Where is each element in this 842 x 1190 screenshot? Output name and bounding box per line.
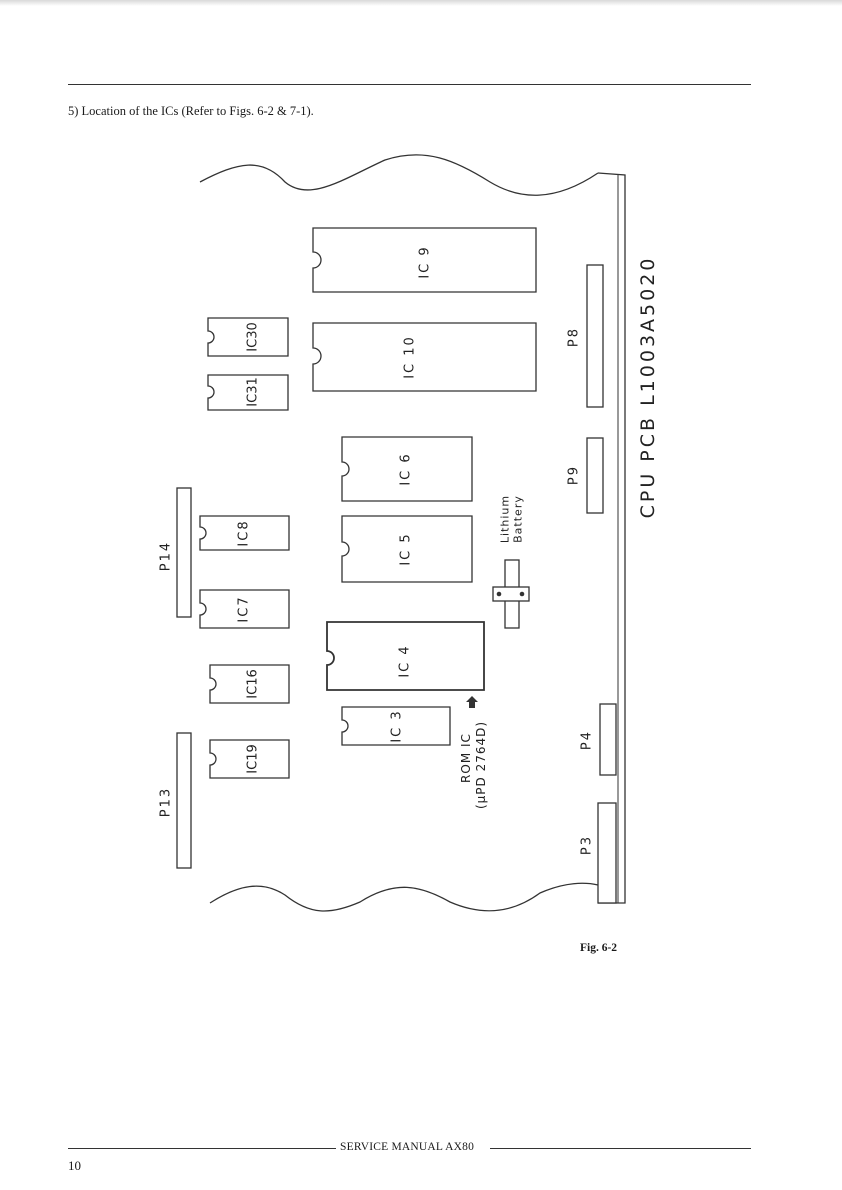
board-bottom-wavy-edge — [210, 883, 598, 911]
footer-rule-right — [490, 1148, 751, 1149]
ic31-label: IC31 — [246, 377, 261, 406]
p8-label: P8 — [567, 327, 582, 347]
ic3-label: IC 3 — [390, 709, 405, 742]
battery-terminal-dot — [497, 592, 502, 597]
p14-label: P14 — [159, 541, 174, 571]
p14-connector — [177, 488, 191, 617]
p13-connector — [177, 733, 191, 868]
ic30-label: IC30 — [246, 322, 261, 351]
p4-label: P4 — [580, 730, 595, 750]
rom-arrow-icon — [466, 696, 478, 708]
battery-terminal-dot — [520, 592, 525, 597]
ic6-label: IC 6 — [399, 452, 414, 485]
page-number: 10 — [68, 1158, 81, 1174]
ic7-label: IC7 — [237, 595, 252, 622]
battery-label-line1: Lithium — [499, 495, 512, 543]
board-top-wavy-edge — [200, 155, 598, 195]
ic16-label: IC16 — [246, 669, 261, 698]
ic19-label: IC19 — [246, 744, 261, 773]
ic4-label: IC 4 — [398, 644, 413, 677]
ic10-label: IC 10 — [403, 335, 418, 379]
p9-label: P9 — [567, 465, 582, 485]
figure-label: Fig. 6-2 — [580, 942, 617, 954]
rom-label-line2: (µPD 2764D) — [474, 721, 488, 809]
p4-connector — [600, 704, 616, 775]
ic10-chip — [313, 323, 536, 391]
p3-label: P3 — [580, 835, 595, 855]
footer-rule-left — [68, 1148, 336, 1149]
rom-label-line1: ROM IC — [459, 733, 473, 783]
p8-connector — [587, 265, 603, 407]
footer-title: SERVICE MANUAL AX80 — [340, 1141, 474, 1153]
ic5-label: IC 5 — [399, 532, 414, 565]
ic8-label: IC8 — [237, 519, 252, 546]
p13-label: P13 — [159, 787, 174, 817]
p3-connector — [598, 803, 616, 903]
board-part-label: CPU PCB L1003A5020 — [637, 256, 659, 519]
battery-label-line2: Battery — [512, 495, 525, 543]
p9-connector — [587, 438, 603, 513]
ic9-label: IC 9 — [418, 245, 433, 278]
